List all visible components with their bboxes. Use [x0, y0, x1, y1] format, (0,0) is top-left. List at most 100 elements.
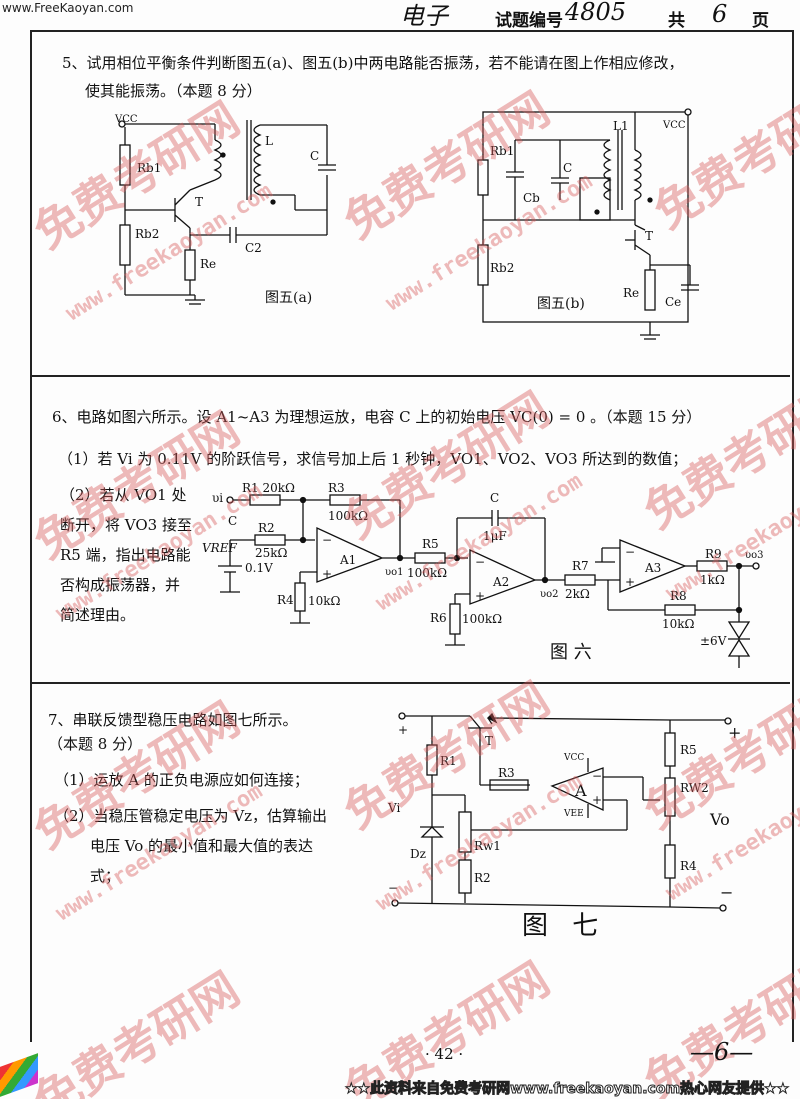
q6-part2-line: R5 端，指出电路能 — [60, 546, 191, 564]
svg-text:Re: Re — [623, 286, 639, 300]
q6-part2-line: 否构成振荡器，并 — [60, 576, 181, 594]
divider — [30, 682, 790, 684]
svg-text:C: C — [563, 161, 572, 175]
svg-text:+: + — [322, 567, 332, 581]
q7-line: 电压 Vo 的最小值和最大值的表达 — [90, 837, 314, 855]
svg-text:0.1V: 0.1V — [245, 561, 273, 575]
svg-text:±6V: ±6V — [700, 634, 727, 648]
q7-line: （本题 8 分） — [48, 735, 143, 753]
page-number-handwritten: —6— — [690, 1038, 754, 1066]
svg-text:−: − — [625, 545, 635, 559]
q6-part2-line: 断开，将 VO3 接至 — [60, 516, 192, 534]
svg-text:R4: R4 — [680, 859, 697, 873]
q6-line1: 6、电路如图六所示。设 A1~A3 为理想运放，电容 C 上的初始电压 VC(0… — [52, 408, 702, 426]
svg-text:Rw1: Rw1 — [474, 839, 501, 853]
svg-text:+: + — [475, 589, 485, 603]
svg-text:+: + — [625, 575, 635, 589]
figure-5b-caption: 图五(b) — [537, 296, 585, 312]
svg-text:R5: R5 — [680, 743, 697, 757]
total-pages: 6 — [712, 0, 728, 28]
svg-text:R2: R2 — [258, 521, 275, 535]
total-pages-pre: 共 — [668, 11, 685, 31]
svg-text:T: T — [645, 229, 653, 243]
svg-text:+: + — [728, 723, 741, 742]
svg-text:Vi: Vi — [387, 801, 400, 815]
svg-text:Rb1: Rb1 — [137, 161, 161, 175]
svg-text:R1 20kΩ: R1 20kΩ — [242, 481, 295, 495]
figure-7-caption: 图 七 — [522, 911, 607, 941]
q6-part2-line: （2）若从 VO1 处 — [60, 486, 187, 504]
svg-text:T: T — [485, 734, 493, 748]
svg-text:Rb2: Rb2 — [135, 227, 159, 241]
svg-text:Cb: Cb — [523, 191, 540, 205]
svg-text:1kΩ: 1kΩ — [700, 573, 725, 587]
exam-code: 4805 — [565, 0, 627, 26]
svg-text:−: − — [322, 533, 332, 547]
svg-text:RW2: RW2 — [680, 781, 709, 795]
site-url[interactable]: www.FreeKaoyan.com — [2, 1, 134, 15]
svg-text:C: C — [228, 514, 237, 528]
svg-text:25kΩ: 25kΩ — [255, 546, 288, 560]
figure-6: υi R1 20kΩ R3 100kΩ C R2 25kΩ VREF 0.1V −… — [202, 481, 763, 668]
svg-text:R3: R3 — [328, 481, 345, 495]
svg-text:R5: R5 — [422, 537, 439, 551]
svg-text:VREF: VREF — [202, 541, 237, 555]
svg-text:R8: R8 — [670, 589, 687, 603]
svg-text:υo1: υo1 — [385, 567, 403, 578]
q7-line: 7、串联反馈型稳压电路如图七所示。 — [48, 711, 298, 729]
svg-text:+: + — [592, 793, 602, 807]
svg-text:Rb1: Rb1 — [490, 144, 514, 158]
svg-text:R1: R1 — [440, 754, 457, 768]
figure-5b: VCC Rb1 Rb2 Cb C L1 T Re Ce 图五(b) — [477, 108, 699, 340]
svg-text:υo2: υo2 — [540, 589, 558, 600]
svg-text:10kΩ: 10kΩ — [308, 594, 341, 608]
svg-text:A3: A3 — [644, 561, 661, 575]
figure-5a: VCC Rb1 Rb2 T C2 Re L C 图五(a) — [114, 114, 336, 306]
q6-line2: （1）若 Vi 为 0.11V 的阶跃信号，求信号加上后 1 秒钟，VO1、VO… — [58, 450, 688, 468]
divider — [30, 375, 790, 377]
svg-text:Vo: Vo — [709, 810, 730, 829]
figure-6-caption: 图 六 — [550, 642, 592, 663]
page-frame — [30, 30, 794, 1042]
svg-text:C: C — [490, 491, 499, 505]
svg-text:A: A — [574, 781, 587, 800]
svg-text:A2: A2 — [492, 575, 509, 589]
svg-text:R7: R7 — [572, 559, 589, 573]
svg-text:100kΩ: 100kΩ — [407, 566, 447, 580]
svg-text:VEE: VEE — [563, 809, 584, 819]
q6-part2-line: 简述理由。 — [60, 606, 136, 624]
svg-text:υo3: υo3 — [745, 550, 763, 561]
svg-text:VCC: VCC — [114, 114, 138, 125]
svg-text:Rb2: Rb2 — [490, 261, 514, 275]
svg-text:2kΩ: 2kΩ — [565, 587, 590, 601]
svg-text:C2: C2 — [245, 241, 262, 255]
subject-handwritten: 电子 — [400, 2, 448, 30]
total-pages-post: 页 — [752, 11, 769, 31]
logo-icon — [0, 1053, 38, 1097]
q7-text: 7、串联反馈型稳压电路如图七所示。 （本题 8 分） （1）运放 A 的正负电源… — [48, 705, 388, 891]
svg-text:C: C — [310, 149, 319, 163]
svg-text:100kΩ: 100kΩ — [462, 612, 502, 626]
svg-text:R3: R3 — [498, 766, 515, 780]
q7-line: 式； — [90, 867, 121, 885]
q7-line: （2）当稳压管稳定电压为 Vz，估算输出 — [54, 807, 328, 825]
svg-text:Re: Re — [200, 257, 216, 271]
svg-text:−: − — [592, 769, 602, 783]
q7-line: （1）运放 A 的正负电源应如何连接； — [54, 771, 309, 789]
svg-text:υi: υi — [212, 491, 223, 505]
svg-text:R9: R9 — [705, 547, 722, 561]
svg-text:10kΩ: 10kΩ — [662, 617, 695, 631]
svg-text:T: T — [195, 195, 203, 209]
svg-text:R4: R4 — [277, 593, 294, 607]
q5-line1: 5、试用相位平衡条件判断图五(a)、图五(b)中两电路能否振荡，若不能请在图上作… — [62, 54, 684, 72]
svg-text:−: − — [475, 555, 485, 569]
svg-text:L1: L1 — [613, 119, 629, 133]
svg-text:1μF: 1μF — [483, 529, 507, 543]
svg-text:VCC: VCC — [563, 753, 584, 763]
svg-text:−: − — [388, 881, 398, 895]
svg-text:VCC: VCC — [662, 120, 686, 131]
page-number: · 42 · — [425, 1045, 464, 1063]
q5-line2: 使其能振荡。（本题 8 分） — [85, 82, 262, 100]
